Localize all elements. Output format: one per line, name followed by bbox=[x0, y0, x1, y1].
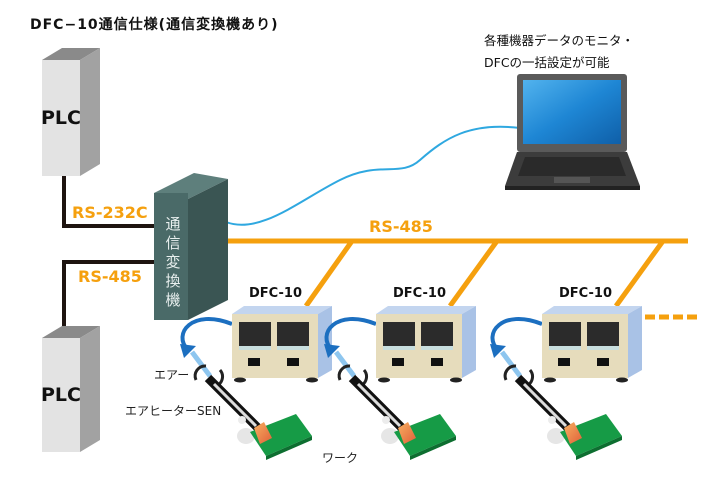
display-right bbox=[277, 322, 309, 346]
foot bbox=[544, 377, 556, 383]
dfc-unit-2 bbox=[324, 306, 476, 460]
work-board-edge bbox=[266, 436, 312, 460]
bus-drop-1 bbox=[303, 239, 355, 308]
display-left-strip bbox=[549, 346, 581, 350]
arrow-head-icon bbox=[180, 344, 196, 358]
unit-top bbox=[542, 306, 642, 314]
button-right bbox=[431, 358, 443, 366]
converter-char: 信 bbox=[165, 234, 181, 252]
hot-air-cloud bbox=[547, 428, 565, 444]
rs232c-line bbox=[62, 172, 156, 228]
hose-clip bbox=[503, 364, 517, 381]
air-inlet-tube bbox=[334, 350, 356, 378]
rs485-bus-label: RS-485 bbox=[369, 217, 433, 236]
unit-top bbox=[232, 306, 332, 314]
unit-side bbox=[462, 306, 476, 378]
air-label: エアー bbox=[154, 368, 190, 382]
dfc-unit-3 bbox=[490, 306, 642, 460]
display-left-strip bbox=[239, 346, 271, 350]
unit-side bbox=[628, 306, 642, 378]
display-left bbox=[239, 322, 271, 346]
work-board-edge bbox=[410, 436, 456, 460]
unit-3-label: DFC-10 bbox=[559, 286, 612, 301]
plc-bottom bbox=[42, 326, 100, 452]
heater-nozzle bbox=[254, 422, 272, 444]
hot-air-cloud bbox=[238, 416, 246, 424]
display-left-strip bbox=[383, 346, 415, 350]
converter-char: 機 bbox=[165, 291, 181, 309]
rs485-left-line bbox=[62, 260, 156, 330]
work-board-edge bbox=[576, 436, 622, 460]
pc-note: 各種機器データのモニタ・ DFCの一括設定が可能 bbox=[484, 30, 634, 74]
pc-cable bbox=[225, 125, 521, 226]
foot bbox=[450, 377, 462, 383]
heater-highlight bbox=[212, 382, 258, 428]
converter-char: 換 bbox=[165, 272, 181, 290]
bus-drop-2 bbox=[447, 239, 500, 308]
unit-top bbox=[376, 306, 476, 314]
heater-label: エアヒーターSEN bbox=[125, 404, 222, 418]
converter-char: 通 bbox=[165, 215, 181, 233]
heater-nozzle bbox=[564, 422, 582, 444]
display-left bbox=[549, 322, 581, 346]
arrow-head-icon bbox=[324, 344, 340, 358]
converter-label: 通 信 変 換 機 bbox=[163, 215, 183, 310]
heater-highlight bbox=[522, 382, 568, 428]
display-right-strip bbox=[587, 346, 619, 350]
pc-note-line-1: 各種機器データのモニタ・ bbox=[484, 33, 635, 48]
heater-nozzle bbox=[398, 422, 416, 444]
work-board bbox=[394, 414, 456, 456]
hot-air-cloud bbox=[237, 428, 255, 444]
display-left bbox=[383, 322, 415, 346]
button-left bbox=[248, 358, 260, 366]
foot bbox=[234, 377, 246, 383]
arrow-head-icon bbox=[490, 344, 506, 358]
button-left bbox=[392, 358, 404, 366]
air-inlet-tube bbox=[500, 350, 522, 378]
plc-top bbox=[42, 48, 100, 176]
bus-drop-3 bbox=[613, 239, 666, 308]
plc-bottom-label: PLC bbox=[41, 384, 81, 406]
display-right bbox=[587, 322, 619, 346]
button-right bbox=[597, 358, 609, 366]
display-right bbox=[421, 322, 453, 346]
work-board bbox=[560, 414, 622, 456]
converter-box bbox=[154, 173, 228, 320]
foot bbox=[616, 377, 628, 383]
foot bbox=[378, 377, 390, 383]
air-inlet-tube bbox=[190, 350, 212, 378]
button-right bbox=[287, 358, 299, 366]
display-right-strip bbox=[277, 346, 309, 350]
unit-1-label: DFC-10 bbox=[249, 286, 302, 301]
display-right-strip bbox=[421, 346, 453, 350]
heater-highlight bbox=[356, 382, 402, 428]
pc-note-line-2: DFCの一括設定が可能 bbox=[484, 55, 610, 70]
hose-clip bbox=[193, 364, 207, 381]
diagram-title: DFC−10通信仕様(通信変換機あり) bbox=[30, 17, 279, 33]
hot-air-cloud bbox=[381, 428, 399, 444]
hot-air-cloud bbox=[548, 416, 556, 424]
rs232c-label: RS-232C bbox=[72, 203, 148, 222]
plc-top-label: PLC bbox=[41, 107, 81, 129]
button-left bbox=[558, 358, 570, 366]
laptop bbox=[505, 74, 640, 190]
work-board bbox=[250, 414, 312, 456]
hose-clip bbox=[337, 364, 351, 381]
foot bbox=[306, 377, 318, 383]
dfc-unit-1 bbox=[180, 306, 332, 460]
hot-air-cloud bbox=[382, 416, 390, 424]
rs485-left-label: RS-485 bbox=[78, 267, 142, 286]
unit-2-label: DFC-10 bbox=[393, 286, 446, 301]
converter-char: 変 bbox=[165, 253, 181, 271]
work-label: ワーク bbox=[322, 451, 359, 465]
